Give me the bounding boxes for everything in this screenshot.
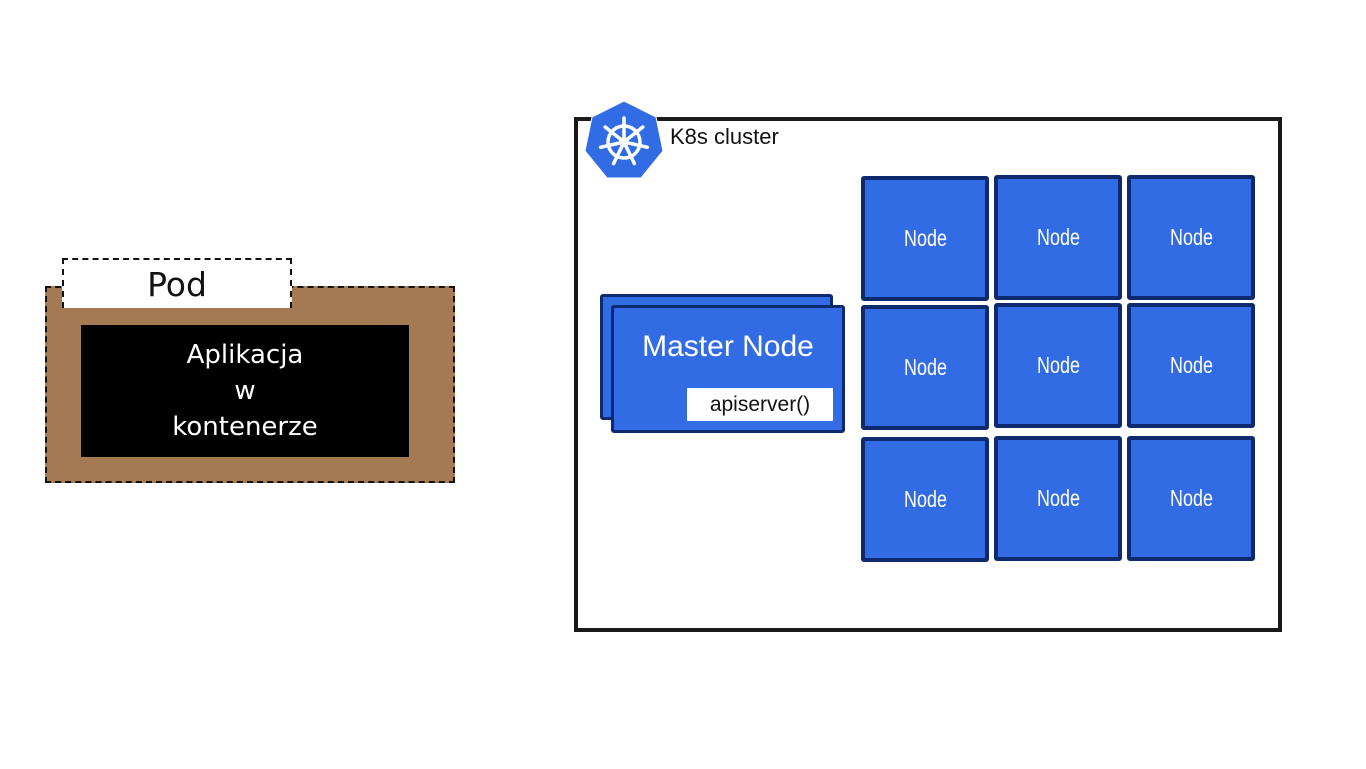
node-label: Node — [903, 354, 947, 380]
container-line-3: kontenerze — [172, 412, 318, 442]
container-box: Aplikacja w kontenerze — [81, 325, 409, 457]
master-node: Master Node apiserver() — [611, 305, 845, 433]
worker-node: Node — [861, 437, 989, 562]
node-label: Node — [1036, 224, 1080, 250]
node-label: Node — [903, 225, 947, 251]
node-label: Node — [1169, 485, 1213, 511]
worker-node: Node — [861, 176, 989, 301]
node-label: Node — [1036, 352, 1080, 378]
node-label: Node — [1169, 352, 1213, 378]
node-label: Node — [1036, 485, 1080, 511]
container-line-2: w — [234, 376, 256, 406]
cluster-label: K8s cluster — [670, 124, 779, 149]
pod-tab: Pod — [62, 258, 292, 308]
worker-node: Node — [994, 436, 1122, 561]
apiserver-box: apiserver() — [687, 388, 833, 421]
worker-node: Node — [994, 303, 1122, 428]
node-label: Node — [1169, 224, 1213, 250]
worker-node: Node — [994, 175, 1122, 300]
kubernetes-helm-wheel-icon — [584, 100, 664, 179]
worker-node: Node — [861, 305, 989, 430]
worker-node: Node — [1127, 303, 1255, 428]
pod-label: Pod — [147, 264, 207, 304]
worker-node: Node — [1127, 436, 1255, 561]
master-node-title: Master Node — [642, 330, 814, 363]
node-label: Node — [903, 486, 947, 512]
worker-node: Node — [1127, 175, 1255, 300]
container-line-1: Aplikacja — [186, 340, 304, 370]
